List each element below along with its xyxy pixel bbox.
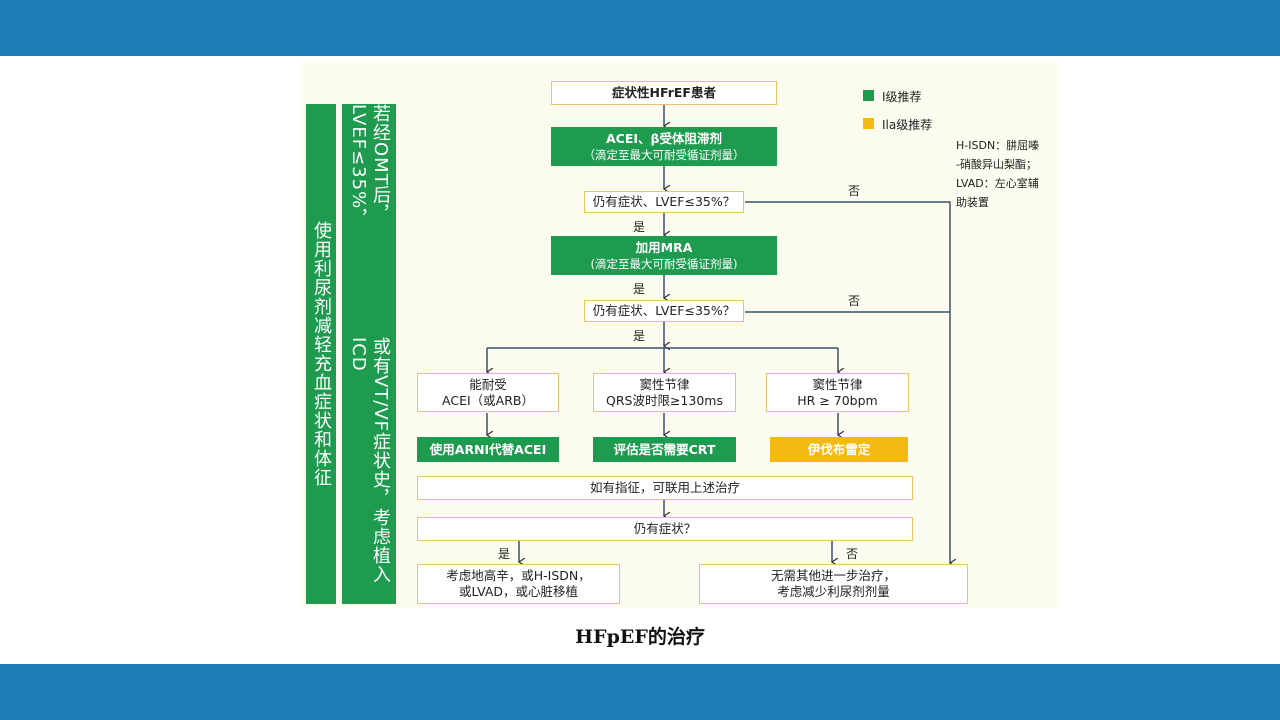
acei-box: ACEI、β受体阻滞剂 （滴定至最大可耐受循证剂量） [551,127,777,166]
icd-sidebar-line1: 若经OMT后，LVEF≤35%， [348,104,391,229]
note-line3: LVAD：左心室辅 [956,177,1039,190]
combine-label: 如有指征，可联用上述治疗 [589,480,740,495]
final-a-line1: 考虑地高辛，或H-ISDN， [446,568,591,583]
bottom-footer-band [0,664,1280,720]
mra-title: 加用MRA [635,239,693,255]
mra-yes-label: 是 [633,282,646,296]
top-header-band [0,0,1280,56]
check3-yes-label: 是 [498,547,511,561]
slide-caption: HFpEF的治疗 [575,626,705,648]
crt-label: 评估是否需要CRT [613,441,716,457]
check3-no-label: 否 [846,547,859,561]
branch-b-line2: QRS波时限≥130ms [606,392,723,408]
branch-b-box: 窦性节律 QRS波时限≥130ms [593,373,736,412]
branch-c-line2: HR ≥ 70bpm [797,392,878,408]
ivabradine-box: 伊伐布雷定 [770,437,908,462]
branch-a-line1: 能耐受 [469,376,507,392]
check1-box: 仍有症状、LVEF≤35%？ [584,191,744,213]
final-a-box: 考虑地高辛，或H-ISDN， 或LVAD，或心脏移植 [417,564,620,604]
check3-label: 仍有症状？ [633,521,697,536]
combine-box: 如有指征，可联用上述治疗 [417,476,913,500]
check3-box: 仍有症状？ [417,517,913,541]
branch-a-box: 能耐受 ACEI（或ARB） [417,373,559,412]
final-b-line2: 考虑减少利尿剂剂量 [777,584,890,599]
final-b-box: 无需其他进一步治疗， 考虑减少利尿剂剂量 [699,564,968,604]
start-box: 症状性HFrEF患者 [551,81,777,105]
legend-class1-swatch [863,90,874,101]
branch-a-line2: ACEI（或ARB） [442,392,534,408]
icd-sidebar: 若经OMT后，LVEF≤35%， 或有VT/VF症状史，考虑植入ICD [342,104,396,604]
branch-b-line1: 窦性节律 [639,376,690,392]
abbreviation-note: H-ISDN：肼屈嗪 -硝酸异山梨酯； LVAD：左心室辅 助装置 [956,136,1060,212]
arni-box: 使用ARNI代替ACEI [417,437,559,462]
icd-sidebar-text: 若经OMT后，LVEF≤35%， 或有VT/VF症状史，考虑植入ICD [347,104,391,604]
final-b-line1: 无需其他进一步治疗， [770,568,896,583]
legend-class1-label: I级推荐 [882,90,922,104]
check1-no-label: 否 [848,184,861,198]
check2-box: 仍有症状、LVEF≤35%？ [584,300,744,322]
note-line4: 助装置 [956,196,989,209]
branch-c-box: 窦性节律 HR ≥ 70bpm [766,373,909,412]
check1-label: 仍有症状、LVEF≤35%？ [592,194,736,209]
note-line1: H-ISDN：肼屈嗪 [956,139,1040,152]
arni-label: 使用ARNI代替ACEI [429,441,547,457]
legend-class2a-label: Ila级推荐 [882,118,933,132]
note-line2: -硝酸异山梨酯； [956,158,1037,171]
ivabradine-label: 伊伐布雷定 [807,441,871,457]
check2-yes-label: 是 [633,329,646,343]
mra-subtitle: (滴定至最大可耐受循证剂量) [590,256,738,271]
diuretic-sidebar: 使用利尿剂减轻充血症状和体征 [306,104,336,604]
check1-yes-label: 是 [633,220,646,234]
branch-c-line1: 窦性节律 [812,376,863,392]
mra-box: 加用MRA (滴定至最大可耐受循证剂量) [551,236,777,275]
start-label: 症状性HFrEF患者 [612,85,716,100]
check2-label: 仍有症状、LVEF≤35%？ [592,303,736,318]
crt-box: 评估是否需要CRT [593,437,736,462]
diuretic-sidebar-text: 使用利尿剂减轻充血症状和体征 [311,221,332,487]
final-a-line2: 或LVAD，或心脏移植 [458,584,579,599]
check2-no-label: 否 [848,294,861,308]
icd-sidebar-line2: 或有VT/VF症状史，考虑植入ICD [348,337,391,585]
acei-subtitle: （滴定至最大可耐受循证剂量） [583,147,745,162]
acei-title: ACEI、β受体阻滞剂 [606,130,722,146]
line-no1-bypass [745,201,950,563]
legend-class2a-swatch [863,118,874,129]
